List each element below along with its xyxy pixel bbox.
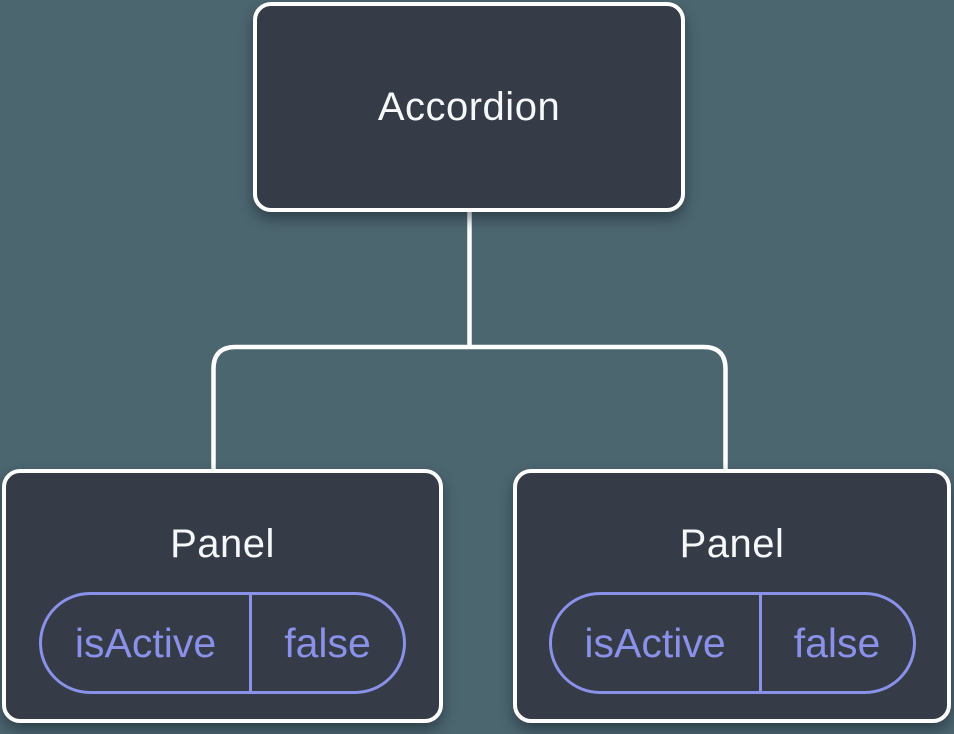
state-key: isActive — [552, 595, 762, 691]
accordion-node-label: Accordion — [377, 84, 561, 129]
state-value: false — [793, 619, 881, 666]
state-pill: isActive false — [39, 592, 406, 694]
panel-node-label: Panel — [679, 522, 785, 566]
accordion-node: Accordion — [253, 2, 685, 212]
state-key: isActive — [42, 595, 253, 691]
panel-node-right: Panel isActive false — [513, 469, 951, 723]
connector-branch-bracket — [211, 344, 728, 472]
state-pill: isActive false — [548, 592, 916, 694]
panel-node-left: Panel isActive false — [2, 469, 443, 723]
state-value: false — [284, 619, 371, 666]
panel-node-label: Panel — [170, 522, 275, 566]
